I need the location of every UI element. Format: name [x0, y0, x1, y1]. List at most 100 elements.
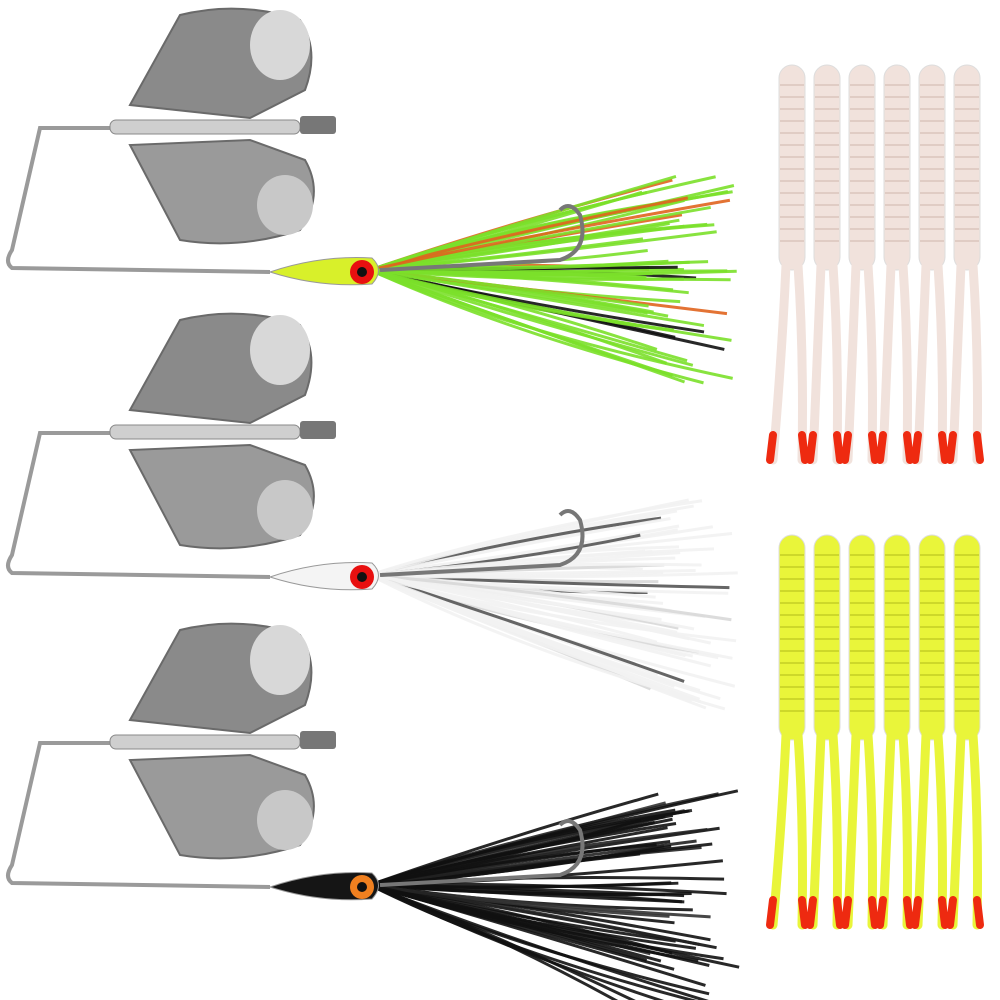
grub-worm: [841, 64, 879, 465]
blade-cup: [257, 175, 313, 235]
worm-tail: [808, 260, 826, 465]
worm-body: [813, 534, 841, 741]
grub-worm: [766, 534, 809, 930]
worm-body: [848, 534, 876, 741]
rivet: [300, 421, 336, 439]
worm-tail: [768, 730, 791, 930]
grub-worm: [841, 534, 879, 930]
worm-tail: [828, 260, 842, 465]
skirt-strand: [369, 821, 677, 887]
worm-body: [848, 64, 876, 271]
skirt-strand: [369, 550, 653, 577]
buzzbait-lure: [6, 622, 740, 1000]
skirt-strand: [369, 190, 648, 272]
grub-worm: [876, 534, 914, 930]
skirt-strand: [369, 883, 740, 969]
lure-pupil: [357, 572, 367, 582]
lure-pupil: [357, 267, 367, 277]
worm-tail: [948, 260, 966, 465]
hook: [379, 819, 585, 887]
blade-cup: [250, 315, 310, 385]
worm-tail-tip: [973, 431, 984, 464]
grub-worm: [946, 534, 984, 930]
worm-tail-tip: [946, 896, 957, 929]
lure-head: [268, 872, 379, 901]
worm-tail-tip: [766, 896, 777, 929]
worm-tail: [898, 260, 912, 465]
skirt-strand: [369, 573, 701, 701]
lure-pupil: [357, 882, 367, 892]
blade-cup: [257, 480, 313, 540]
skirt-strand: [369, 268, 704, 385]
rivet: [300, 731, 336, 749]
skirt-strand: [369, 237, 644, 272]
grub-worm: [911, 64, 949, 465]
grub-worm: [766, 64, 809, 465]
blade-cup: [250, 10, 310, 80]
skirt-strand: [369, 268, 737, 277]
worm-tail-tip: [876, 896, 887, 929]
skirt-strand: [369, 268, 649, 308]
worm-tail: [768, 260, 791, 465]
grub-worm: [806, 64, 844, 465]
worm-tail-tip: [766, 431, 777, 464]
wire-arm: [6, 126, 271, 274]
lure-head: [268, 257, 379, 286]
blade-cup: [257, 790, 313, 850]
grub-worm: [806, 534, 844, 930]
worm-body: [813, 64, 841, 271]
worm-tail-tip: [798, 896, 809, 929]
worm-tail-tip: [876, 431, 887, 464]
worm-body: [778, 64, 806, 271]
skirt-strand: [369, 826, 668, 887]
skirt-strand: [369, 883, 724, 961]
worm-tail-tip: [868, 896, 879, 929]
hook: [379, 204, 585, 272]
skirt-strand: [369, 883, 700, 946]
worm-tail: [968, 260, 982, 465]
worm-tail-tip: [806, 896, 817, 929]
skirt-strand: [369, 268, 694, 367]
worm-tail-tip: [973, 896, 984, 929]
worm-tail-tip: [841, 896, 852, 929]
skirt-strand: [369, 268, 732, 342]
worm-tail-tip: [833, 431, 844, 464]
worm-body: [883, 64, 911, 271]
skirt-strand: [369, 573, 726, 711]
worm-tail-tip: [833, 896, 844, 929]
lure-head: [268, 562, 379, 591]
worm-body: [778, 534, 806, 741]
worm-tail-tip: [903, 896, 914, 929]
worm-body: [883, 534, 911, 741]
skirt-strand: [369, 883, 665, 1000]
blade-cup: [250, 625, 310, 695]
worm-tail-tip: [868, 431, 879, 464]
skirt-strand: [369, 573, 732, 622]
worm-body: [953, 534, 981, 741]
skirt-strand: [369, 268, 705, 328]
wire-arm: [6, 741, 271, 889]
skirt-strand: [369, 196, 689, 272]
buzzbait-lure: [6, 312, 738, 711]
skirt-strand: [369, 809, 690, 887]
skirt-strand: [369, 517, 671, 577]
skirt-strand: [369, 883, 685, 898]
skirt-strand: [369, 499, 703, 577]
blade-shaft: [109, 119, 301, 135]
worm-tail-tip: [903, 431, 914, 464]
worm-tail: [913, 260, 931, 465]
blade-shaft: [109, 424, 301, 440]
worm-tail-tip: [806, 431, 817, 464]
worm-tail-tip: [911, 431, 922, 464]
skirt-strand: [369, 883, 636, 1000]
worm-tail-tip: [798, 431, 809, 464]
worm-body: [918, 64, 946, 271]
hook: [379, 509, 585, 577]
worm-body: [953, 64, 981, 271]
grub-worm: [946, 64, 984, 465]
worm-tail-tip: [938, 431, 949, 464]
worm-tail-tip: [946, 431, 957, 464]
worm-body: [918, 534, 946, 741]
skirt-strand: [369, 839, 697, 887]
